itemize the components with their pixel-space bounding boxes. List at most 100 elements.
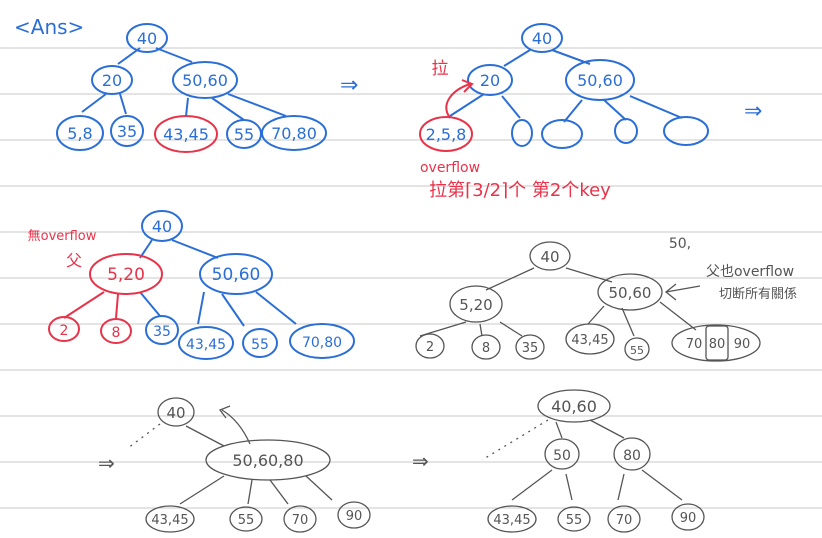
p3-leaf-node [242, 328, 278, 358]
p2-note: 拉第⌈3/2⌉个 第2个key [429, 180, 611, 201]
transition-arrow: ⇒ [412, 449, 429, 473]
p2-left-label: 20 [480, 71, 500, 90]
p2-child-node [541, 119, 583, 149]
panel-4-labels: 50, 40 5,20 50,60 2 8 35 43,45 55 70 80 … [426, 236, 797, 357]
p4-split-box [705, 325, 729, 361]
panel-2-overflow [419, 79, 474, 152]
p1-leaf-label: 70,80 [271, 124, 317, 143]
p6-dotted-edge [481, 419, 549, 461]
p1-leaf-node [110, 115, 144, 147]
p1-leaf-label: 5,8 [67, 124, 92, 143]
p4-note-line-1: 父也overflow [706, 264, 794, 280]
p6-left-node [544, 438, 580, 470]
p5-leaf-node [337, 501, 371, 529]
p3-right-node [199, 253, 273, 295]
p1-leaf-label: 35 [117, 122, 137, 141]
panel-3-tree-red [48, 253, 163, 344]
p3-left-label: 5,20 [107, 265, 145, 285]
p5-leaf-label: 55 [238, 513, 255, 528]
p6-leaf-node [557, 506, 591, 532]
p6-root-node [537, 389, 611, 423]
p5-mid-label: 50,60,80 [232, 451, 303, 470]
p3-no-overflow-label: 無overflow [28, 229, 97, 244]
p4-leaf-node [624, 337, 650, 361]
p1-leaf-label: 55 [234, 125, 254, 144]
p6-leaf-label: 90 [680, 511, 697, 526]
p4-left-node [449, 285, 503, 323]
p3-leaf-label: 55 [251, 337, 269, 353]
p5-mid-node [205, 439, 331, 481]
p1-root-label: 40 [137, 29, 157, 48]
panel-1-labels: 40 20 50,60 5,8 35 43,45 55 70,80 [67, 29, 317, 144]
panel-6-labels: 40,60 50 80 43,45 55 70 90 [493, 397, 696, 528]
answer-label: <Ans> [14, 15, 84, 39]
p1-right-label: 50,60 [182, 71, 228, 90]
p4-leaf-label: 80 [709, 337, 726, 352]
p4-leaf-node [565, 323, 615, 355]
transition-arrow: ⇒ [744, 99, 762, 124]
p4-leaf-node [415, 333, 445, 359]
p6-leaf-label: 43,45 [493, 513, 530, 528]
p2-left-node [467, 64, 513, 96]
p2-pull-arrow [445, 83, 471, 119]
p3-leaf-label: 35 [153, 324, 171, 340]
p4-root-node [529, 241, 571, 271]
p6-leaf-label: 70 [616, 513, 633, 528]
panel-3-labels: 無overflow 父 40 5,20 50,60 2 8 35 43,45 5… [28, 217, 342, 353]
p4-leaf-label: 43,45 [571, 333, 608, 348]
p5-leaf-node [283, 505, 317, 533]
p5-root-label: 40 [166, 404, 185, 422]
p3-leaf-label: 2 [60, 323, 69, 339]
p5-root-node [157, 397, 195, 427]
p5-leaf-label: 43,45 [151, 513, 188, 528]
p3-root-node [141, 210, 183, 242]
p3-root-label: 40 [152, 217, 172, 236]
p4-leaf-label: 8 [482, 341, 490, 356]
p1-left-node [91, 65, 133, 95]
p5-leaf-label: 90 [346, 509, 363, 524]
p3-leaf-node [48, 316, 80, 342]
p2-root-node [521, 23, 563, 53]
p2-child-node [614, 118, 638, 144]
p3-left-node [89, 253, 163, 295]
p1-leaf-node [261, 115, 327, 151]
p2-child-node [663, 116, 709, 146]
p1-leaf-node [226, 119, 262, 149]
p2-child-node [511, 119, 533, 147]
p4-leaf-label: 90 [734, 337, 751, 352]
p5-pointer-arrow [218, 405, 251, 445]
p3-leaf-label: 70,80 [302, 335, 342, 351]
p4-right-label: 50,60 [609, 284, 652, 302]
p2-overflow-node [419, 116, 473, 152]
p1-root-node [126, 23, 168, 53]
p5-leaf-label: 70 [292, 513, 309, 528]
p3-right-label: 50,60 [212, 265, 261, 285]
p3-leaf-node [178, 326, 234, 360]
p4-root-label: 40 [540, 248, 559, 266]
p3-leaf-node [145, 315, 179, 345]
p6-leaf-node [607, 505, 641, 533]
p1-left-label: 20 [102, 71, 122, 90]
p1-leaf-node-highlight [154, 115, 218, 153]
p2-right-node [565, 59, 635, 101]
panel-6-tree [481, 389, 705, 533]
panel-1-tree [56, 23, 327, 151]
panel-3-tree-blue [139, 210, 355, 360]
panel-2-labels: 40 20 50,60 2,5,8 overflow 拉 拉第⌈3/2⌉个 第2… [420, 29, 623, 201]
p3-leaf-label: 8 [112, 325, 121, 341]
ruled-lines [0, 47, 822, 509]
p5-leaf-node [229, 506, 263, 532]
panel-5-labels: 40 50,60,80 43,45 55 70 90 [151, 404, 362, 528]
p4-leaf-node [471, 334, 501, 360]
p1-leaf-label: 43,45 [163, 125, 209, 144]
p3-leaf-label: 43,45 [186, 337, 226, 353]
p6-left-label: 50 [553, 448, 571, 464]
p5-dotted-edge [127, 423, 161, 449]
p4-leaf-label: 2 [426, 340, 434, 355]
p2-overflow-word: overflow [420, 160, 480, 176]
p4-left-label: 5,20 [459, 296, 492, 314]
transition-arrow: ⇒ [340, 73, 358, 98]
p4-mark: 50, [669, 236, 691, 252]
p4-leaf-node [671, 324, 761, 362]
